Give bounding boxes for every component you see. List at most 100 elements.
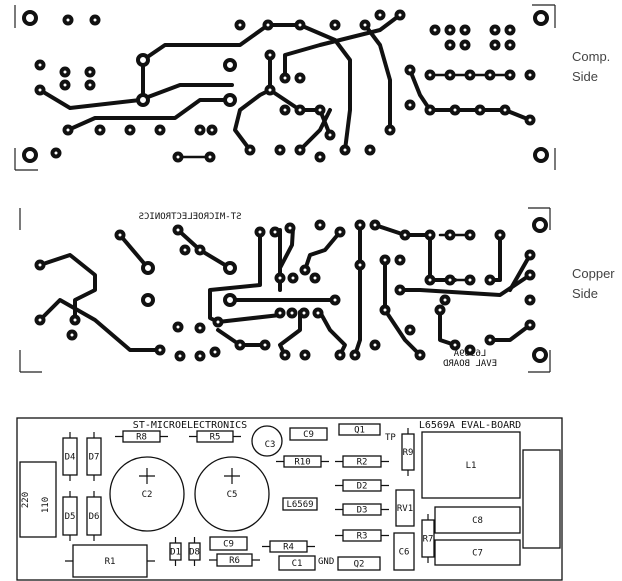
component-label: C8 (472, 516, 483, 526)
pad (294, 19, 306, 31)
pad (84, 79, 96, 91)
component-side-label: Comp. Side (572, 47, 610, 87)
pad (424, 274, 436, 286)
component-side-layout (14, 4, 556, 171)
component-d5: D5 (62, 491, 78, 541)
component-r10: R10 (276, 455, 329, 468)
pad (354, 259, 366, 271)
pad (66, 329, 78, 341)
pad (374, 9, 386, 21)
traces (38, 13, 532, 159)
component-label: R10 (294, 458, 310, 468)
component-r8: R8 (115, 430, 168, 443)
component-label: C6 (399, 548, 410, 558)
component-d4: D4 (62, 432, 78, 481)
pad (484, 69, 496, 81)
copper-side-layout: ST-MICROELECTRONICS L6569A EVAL BOARD (19, 207, 551, 373)
pad (533, 147, 549, 163)
component-r9: R9 (401, 428, 415, 476)
pad (524, 319, 536, 331)
pad (444, 274, 456, 286)
pad (424, 229, 436, 241)
mirrored-board-name-2: EVAL BOARD (443, 359, 497, 369)
pad (399, 229, 411, 241)
pad (59, 79, 71, 91)
component-l1: L1 (421, 431, 521, 499)
pad (194, 124, 206, 136)
pad (34, 59, 46, 71)
pad (464, 274, 476, 286)
pad (434, 304, 446, 316)
component-r5: R5 (189, 430, 241, 443)
pad (209, 346, 221, 358)
pad (50, 147, 62, 159)
pad (223, 93, 237, 107)
pad (194, 244, 206, 256)
pad (532, 347, 548, 363)
pad (359, 19, 371, 31)
pad (384, 124, 396, 136)
component-label: R9 (403, 448, 414, 458)
pad (294, 144, 306, 156)
pad (223, 261, 237, 275)
connector-block (522, 449, 561, 549)
pad (354, 219, 366, 231)
registration-marks (14, 4, 556, 171)
pad (329, 294, 341, 306)
pad (264, 84, 276, 96)
pad (314, 219, 326, 231)
pad (532, 217, 548, 233)
pad (206, 124, 218, 136)
component-d7: D7 (86, 432, 102, 481)
board-name-label: L6569A EVAL-BOARD (419, 420, 521, 431)
component-label: L6569 (286, 500, 313, 510)
pad (34, 259, 46, 271)
pad (34, 314, 46, 326)
pad (89, 14, 101, 26)
pad (504, 24, 516, 36)
pad (179, 244, 191, 256)
pad (94, 124, 106, 136)
pad (284, 222, 296, 234)
pads (22, 9, 549, 163)
pad (212, 316, 224, 328)
pad (504, 39, 516, 51)
pad (298, 307, 310, 319)
maker-label: ST-MICROELECTRONICS (133, 420, 247, 431)
pad (141, 293, 155, 307)
component-label: R8 (136, 433, 147, 443)
pad (404, 324, 416, 336)
pad (334, 349, 346, 361)
component-label: L1 (466, 461, 477, 471)
pad (262, 19, 274, 31)
component-r4: R4 (262, 540, 315, 553)
component-label: D7 (89, 453, 100, 463)
test-point-label: TP (385, 433, 396, 443)
pad (329, 19, 341, 31)
pad (489, 24, 501, 36)
component-label: RV1 (397, 504, 413, 514)
component-label: C9 (223, 540, 234, 550)
component-c9-top: C9 (289, 427, 328, 441)
pad (279, 104, 291, 116)
pad (324, 129, 336, 141)
pad (154, 344, 166, 356)
component-c5: C5 (194, 456, 270, 532)
pad (114, 229, 126, 241)
pads (34, 217, 548, 363)
component-label: C2 (142, 490, 153, 500)
component-label: D8 (189, 548, 200, 558)
component-l6569: L6569 (282, 497, 318, 511)
pad (279, 349, 291, 361)
component-label: C3 (265, 440, 276, 450)
pad (494, 229, 506, 241)
pad (172, 224, 184, 236)
pad (254, 226, 266, 238)
voltage-110-label: 110 (41, 497, 51, 513)
pad (172, 321, 184, 333)
pad (124, 124, 136, 136)
pad (234, 19, 246, 31)
pad (449, 339, 461, 351)
ground-label: GND (318, 557, 334, 567)
pad (484, 274, 496, 286)
